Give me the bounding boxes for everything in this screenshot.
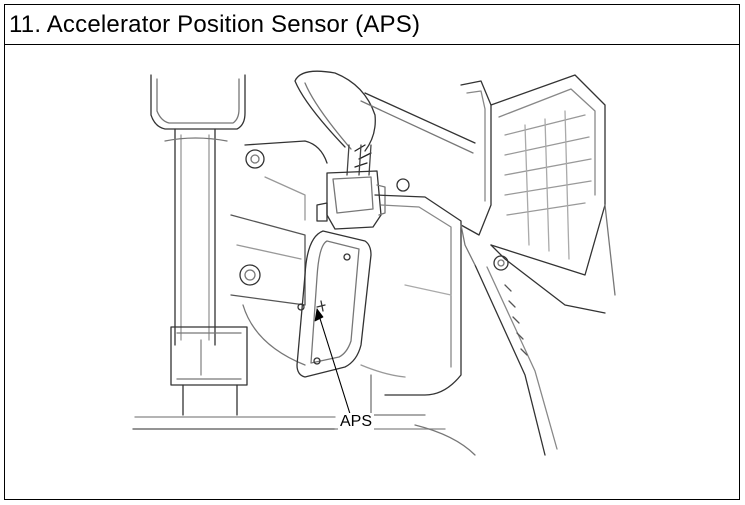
document-frame: 11. Accelerator Position Sensor (APS)	[4, 4, 740, 500]
connector-shape	[316, 170, 386, 230]
steering-column-shape	[150, 74, 248, 416]
floor-lines-shape	[132, 416, 476, 456]
section-header: 11. Accelerator Position Sensor (APS)	[5, 5, 739, 45]
pedal-bracket-shape	[230, 140, 328, 366]
aps-illustration: APS	[5, 45, 739, 499]
aps-callout-label: APS	[338, 413, 375, 431]
pedal-assembly-shape	[460, 74, 616, 456]
callout-leader	[314, 308, 352, 418]
section-title: 11. Accelerator Position Sensor (APS)	[9, 10, 421, 38]
engine-bay-line-drawing	[132, 70, 616, 456]
wire-harness-shape	[294, 70, 476, 176]
mount-plate-shape	[360, 178, 462, 416]
aps-sensor-shape	[296, 230, 372, 378]
